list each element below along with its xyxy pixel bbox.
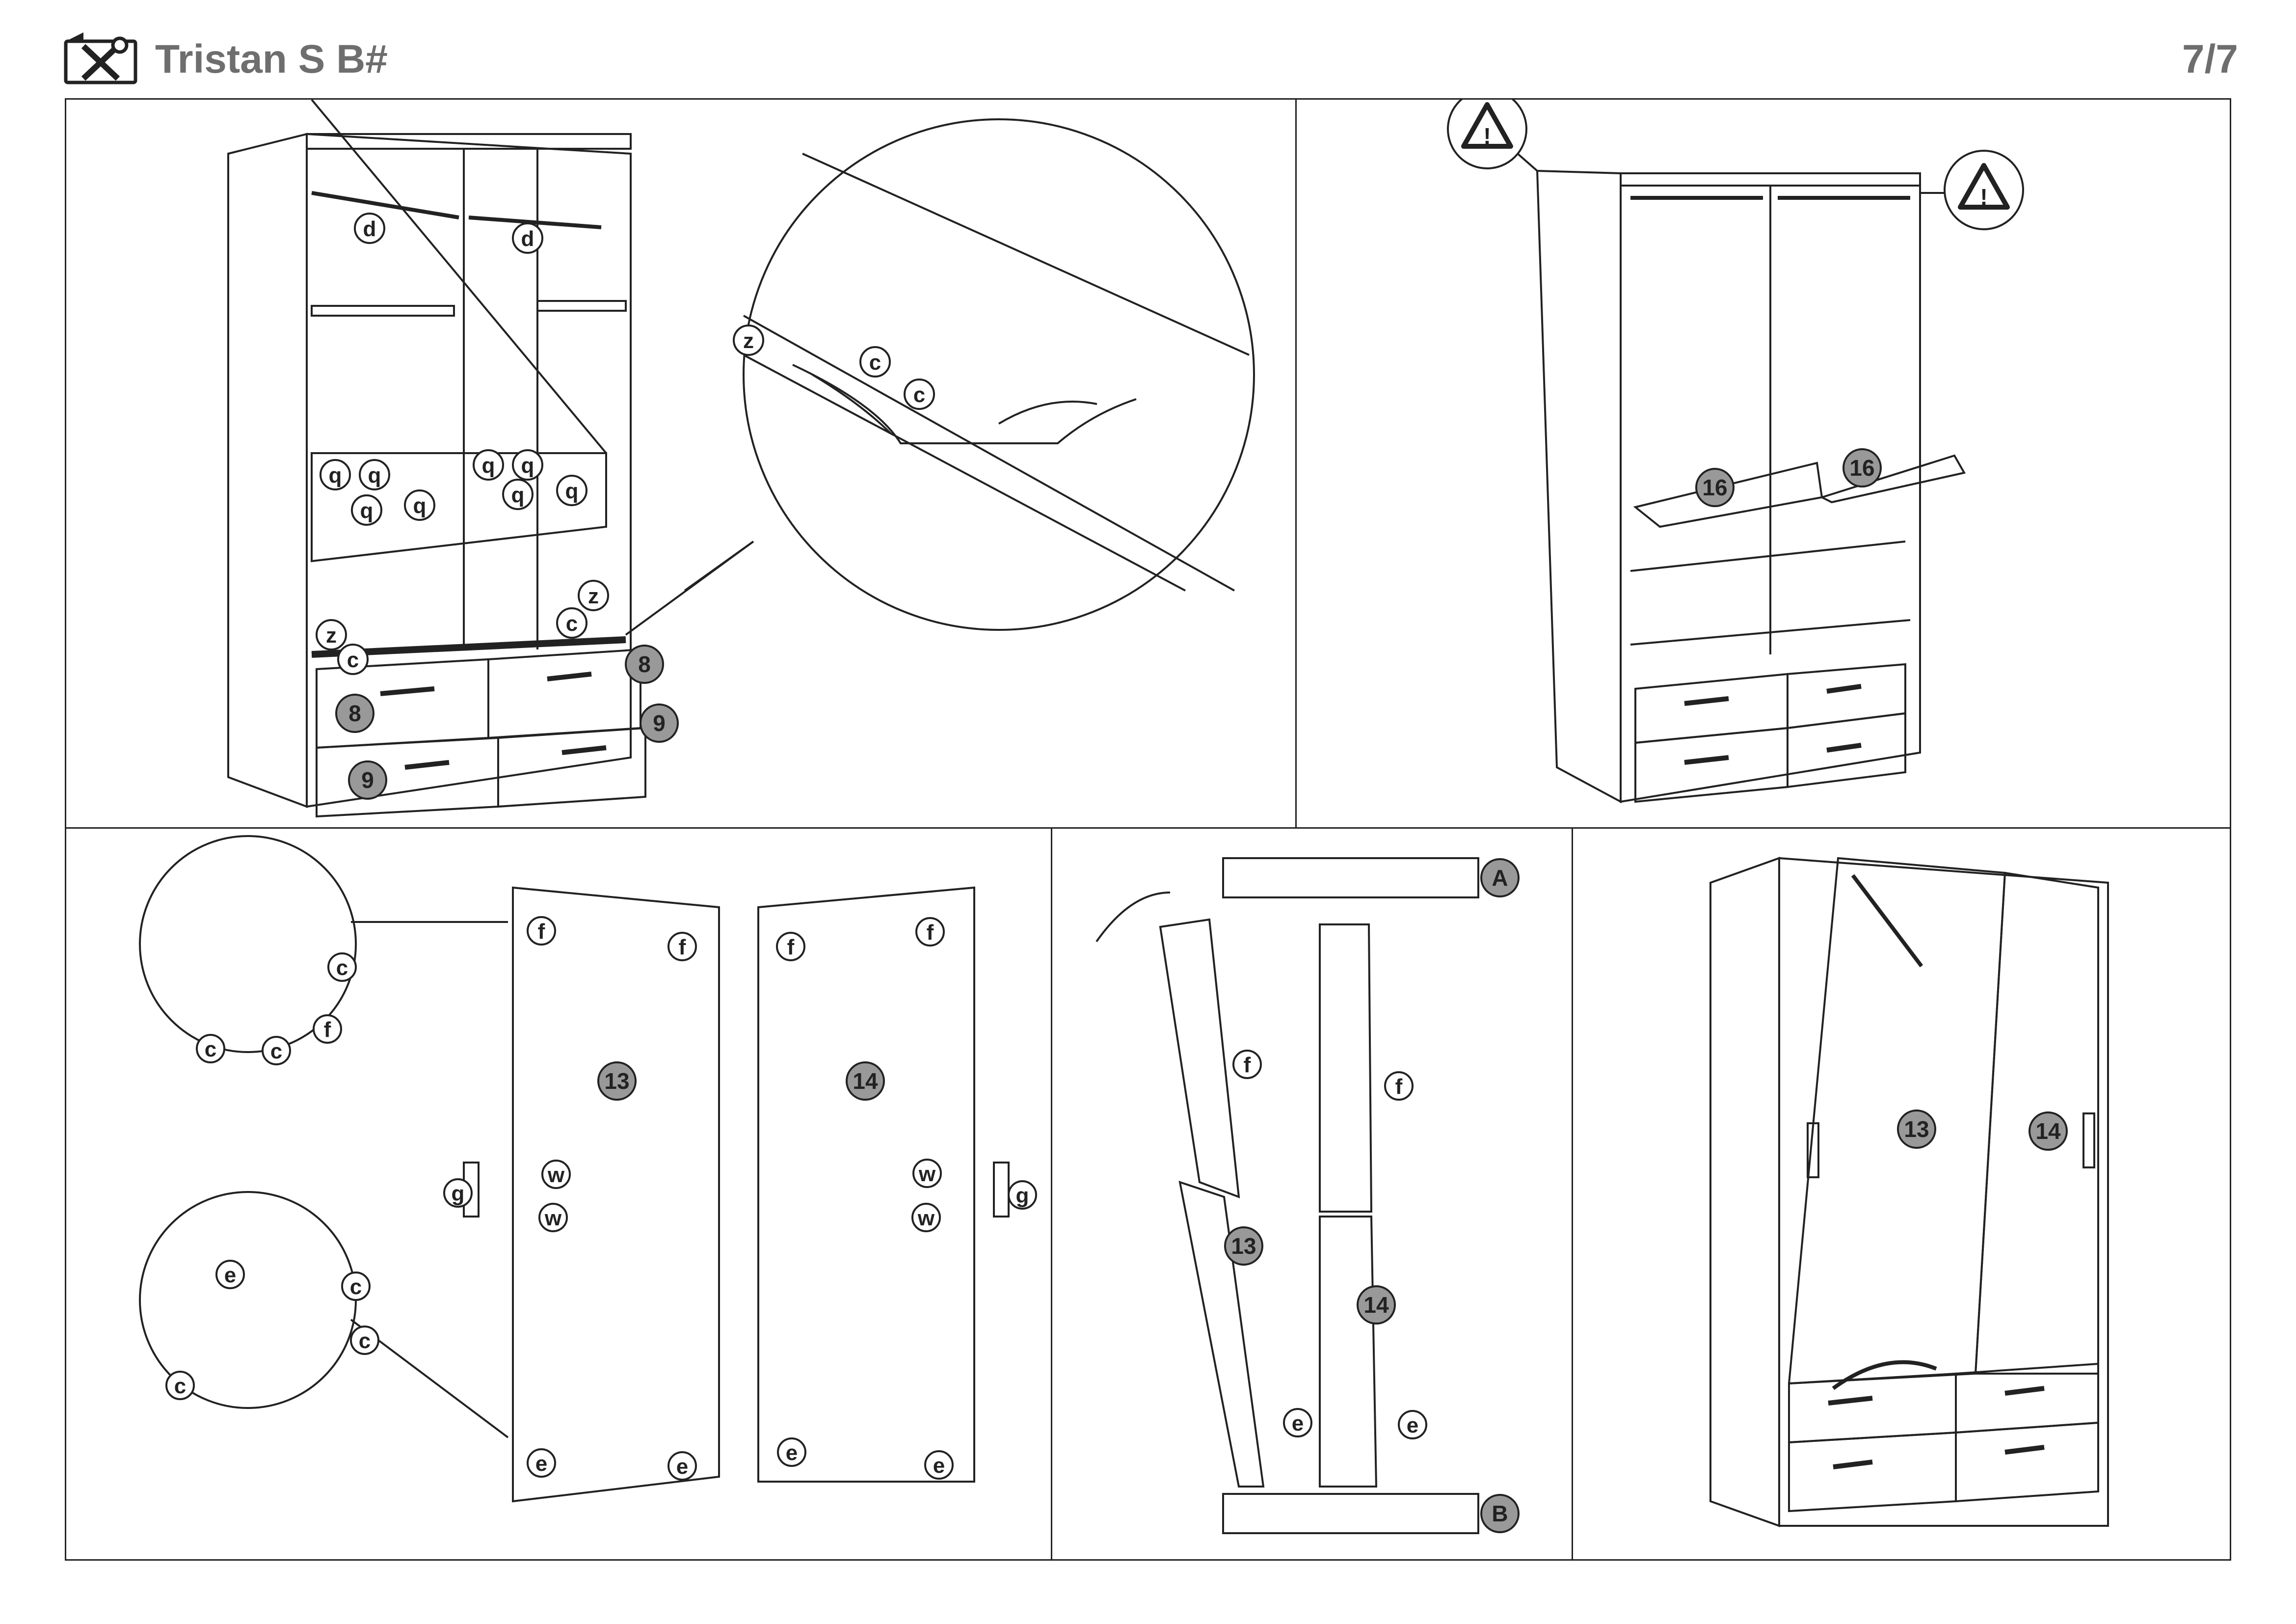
fitting-label: f [1244, 1053, 1251, 1077]
zoom-part-label: c [336, 956, 348, 980]
part-label: z [326, 623, 337, 648]
rail-label-bottom: B [1492, 1501, 1508, 1526]
zoom-part-label: c [270, 1039, 282, 1063]
zoom-part-label: c [350, 1275, 362, 1299]
part-label: q [482, 454, 495, 478]
step-panel-door-fittings: f f f f e e e e g g w w w w c c c f e c … [65, 827, 1052, 1561]
door-rail-illustration: f f e e A B 13 14 [1095, 857, 1520, 1534]
door-number: 14 [2035, 1118, 2061, 1144]
handle-label: g [1016, 1184, 1029, 1208]
part-label: q [413, 494, 427, 518]
drawer-number: 8 [348, 701, 361, 726]
fitting-label: f [787, 935, 795, 959]
step-panel-finished: 13 14 [1572, 827, 2231, 1561]
warning-icon: ! [1483, 123, 1491, 149]
part-label: q [368, 463, 381, 487]
zoom-part-label: c [913, 383, 925, 407]
door-number: 13 [1231, 1233, 1256, 1259]
tools-icon [64, 32, 137, 84]
finished-wardrobe-illustration: 13 14 [1709, 857, 2109, 1527]
fitting-label: e [786, 1441, 798, 1465]
shelf-assembly-illustration: ! ! 16 16 [1447, 100, 2024, 804]
zoom-part-label: f [324, 1018, 331, 1042]
fitting-label: w [918, 1162, 936, 1186]
drawer-number: 8 [638, 651, 651, 677]
shelf-number: 16 [1702, 475, 1727, 500]
part-label: c [566, 612, 578, 636]
door-number: 14 [1363, 1292, 1389, 1318]
part-label: q [521, 454, 534, 478]
part-label: q [511, 483, 525, 507]
page-number: 7/7 [2182, 37, 2238, 81]
part-label: q [360, 499, 374, 523]
fitting-label: e [933, 1454, 945, 1478]
fitting-label: f [1395, 1075, 1403, 1099]
fitting-label: f [927, 920, 934, 945]
handle-label: g [452, 1182, 465, 1206]
step-panel-door-rails: f f e e A B 13 14 [1051, 827, 1573, 1561]
zoom-part-label: z [743, 329, 754, 353]
rail-label-top: A [1492, 865, 1508, 891]
fitting-label: w [544, 1206, 562, 1230]
warning-icon: ! [1980, 184, 1987, 210]
zoom-part-label: c [359, 1329, 371, 1353]
part-label: c [347, 648, 359, 672]
drawer-assembly-illustration: d d q q q q q q q q z c z c z c c 8 8 9 … [227, 100, 1255, 818]
shelf-number: 16 [1849, 455, 1874, 481]
part-label: q [565, 479, 579, 503]
part-label: z [588, 584, 599, 608]
door-number: 13 [1904, 1116, 1929, 1142]
drawer-number: 9 [361, 767, 374, 793]
part-label: q [329, 463, 342, 487]
zoom-part-label: c [174, 1374, 186, 1398]
fitting-label: w [547, 1163, 565, 1187]
fitting-label: w [917, 1206, 935, 1230]
door-number: 14 [853, 1068, 878, 1094]
step-panel-drawers: d d q q q q q q q q z c z c z c c 8 8 9 … [65, 98, 1297, 829]
fitting-label: f [538, 920, 545, 944]
document-title: Tristan S B# [155, 37, 388, 81]
fitting-label: e [676, 1455, 688, 1479]
zoom-part-label: c [205, 1037, 216, 1061]
fitting-label: f [679, 935, 686, 959]
fitting-label: e [1292, 1411, 1304, 1435]
door-number: 13 [604, 1068, 629, 1094]
part-label: d [521, 227, 534, 251]
door-fitting-illustration: f f f f e e e e g g w w w w c c c f e c … [139, 835, 1037, 1503]
part-label: d [363, 217, 376, 241]
zoom-part-label: e [224, 1263, 236, 1287]
fitting-label: e [1407, 1413, 1418, 1437]
drawer-number: 9 [653, 710, 666, 736]
zoom-part-label: c [869, 351, 881, 375]
fitting-label: e [535, 1452, 547, 1476]
step-panel-shelves: ! ! 16 16 [1295, 98, 2231, 829]
